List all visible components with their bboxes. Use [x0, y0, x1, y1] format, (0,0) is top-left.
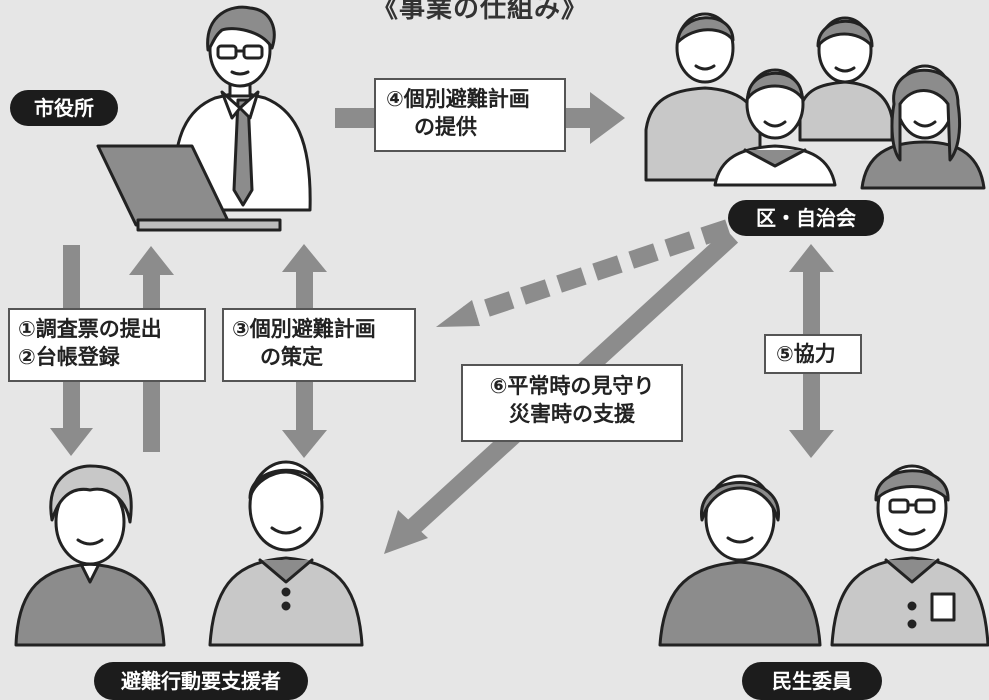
box-plan-formulation-line1: ③個別避難計画 — [232, 317, 376, 341]
label-welfare-commissioners: 民生委員 — [742, 662, 882, 700]
welfare-commissioners-illustration — [658, 464, 989, 647]
box-survey-line1: ①調査票の提出 — [18, 317, 162, 341]
city-office-worker-illustration — [96, 5, 312, 232]
district-group-illustration — [644, 12, 986, 190]
box-watch-support-line1: ⑥平常時の見守り — [489, 374, 655, 398]
box-survey-line2: ②台帳登録 — [18, 345, 120, 369]
label-district: 区・自治会 — [728, 200, 884, 236]
box-plan-provision-line2: の提供 — [414, 115, 477, 139]
box-watch-support-line2: 災害時の支援 — [509, 402, 635, 426]
box-plan-formulation-line2: の策定 — [260, 345, 323, 369]
supported-persons-illustration — [14, 460, 364, 647]
box-watch-support: ⑥平常時の見守り 災害時の支援 — [461, 364, 683, 442]
box-survey: ①調査票の提出 ②台帳登録 — [8, 308, 206, 382]
box-cooperation: ⑤協力 — [764, 334, 862, 374]
box-plan-provision: ④個別避難計画 の提供 — [374, 78, 566, 152]
label-supported-persons: 避難行動要支援者 — [94, 662, 308, 700]
box-plan-formulation: ③個別避難計画 の策定 — [222, 308, 416, 382]
arrow-dashed-district — [436, 219, 731, 327]
arrows — [50, 92, 834, 554]
box-cooperation-line1: ⑤協力 — [776, 342, 836, 366]
label-city-office: 市役所 — [10, 90, 118, 126]
box-plan-provision-line1: ④個別避難計画 — [386, 87, 530, 111]
diagram-title: 《事業の仕組み》 — [371, 0, 588, 24]
